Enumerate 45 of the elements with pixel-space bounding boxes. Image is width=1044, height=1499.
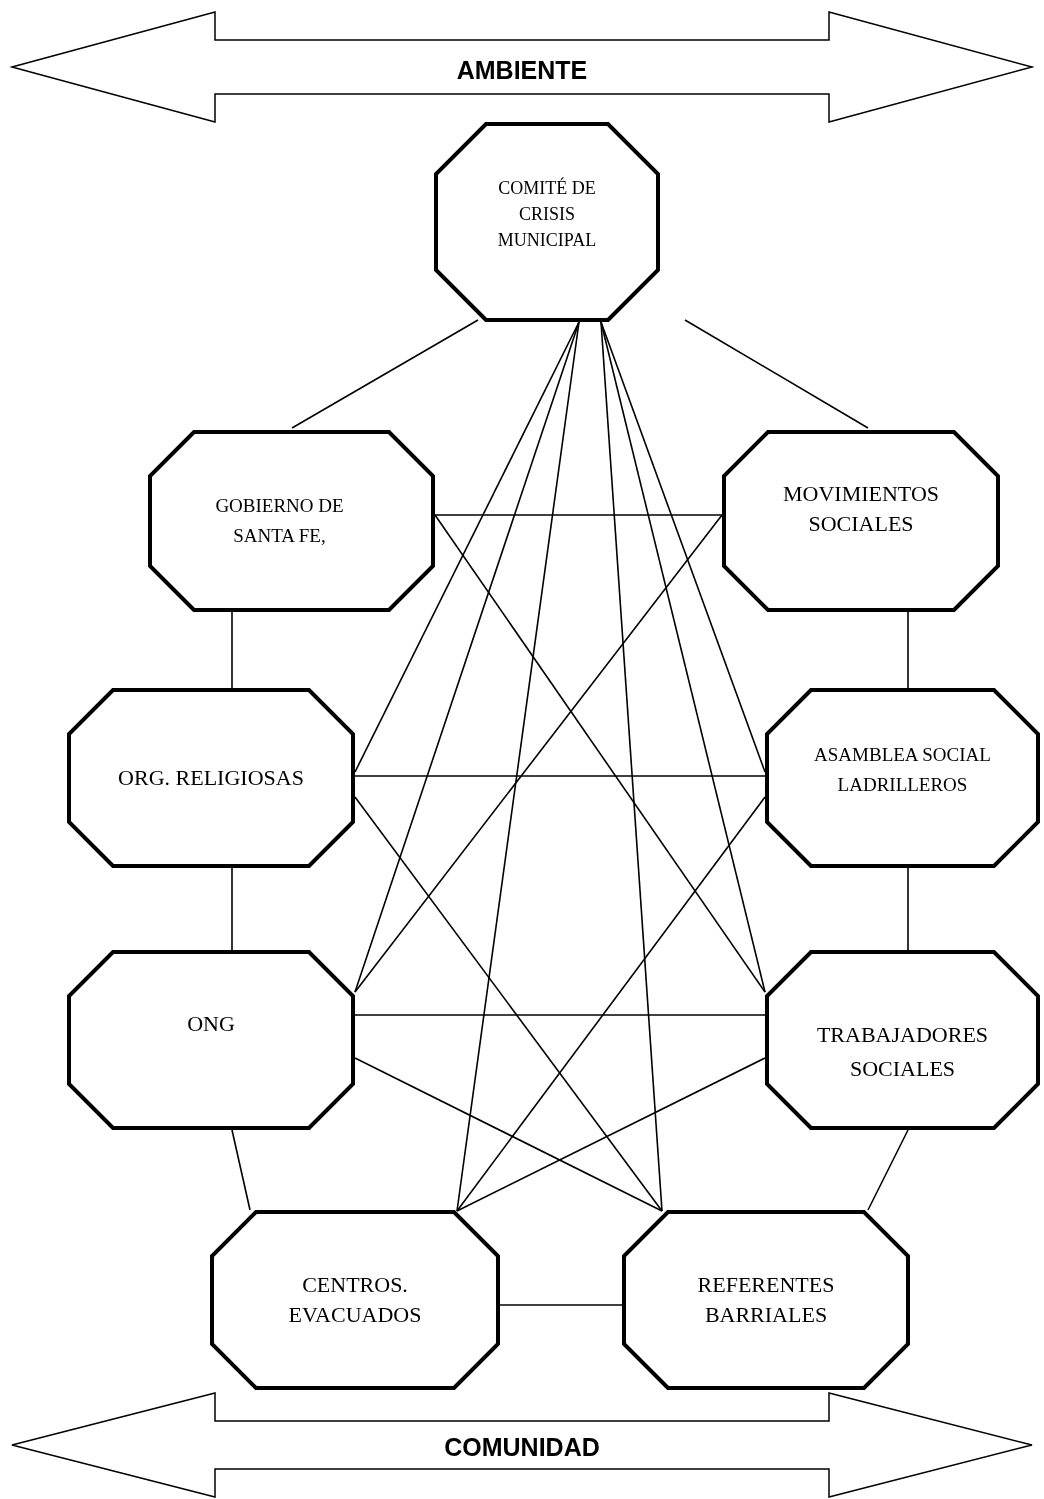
connector-line [434,514,723,516]
octagon-node [434,122,660,322]
connector-line [456,321,580,1212]
double-arrow-banner [10,1391,1034,1499]
node-label: COMITÉ DE CRISIS MUNICIPAL [496,176,598,252]
connector-line [354,1057,663,1212]
connector-line [499,1304,623,1306]
node-label: ASAMBLEA SOCIAL LADRILLEROS [813,743,992,797]
octagon-node [765,688,1040,868]
connector-line [684,319,869,429]
node-label: MOVIMIENTOS SOCIALES [781,480,940,538]
node-label: ORG. RELIGIOSAS [118,764,304,792]
octagon-node [765,950,1040,1130]
connector-line [354,1014,766,1016]
connector-line [354,321,580,773]
octagon-node [722,430,1000,612]
node-label: AMBIENTE [456,55,588,85]
node-label: ONG [187,1010,235,1038]
octagon-node [67,950,355,1130]
node-label: REFERENTES BARRIALES [696,1271,836,1329]
connector-line [354,775,766,777]
connector-line [354,514,723,993]
octagon-node [67,688,355,868]
node-label: GOBIERNO DE SANTA FE, [214,494,345,548]
octagon-node [210,1210,500,1390]
connector-line [456,796,766,1212]
connector-line [907,611,909,689]
node-label: COMUNIDAD [444,1432,600,1462]
node-label: CENTROS. EVACUADOS [287,1271,423,1329]
connector-line [600,321,766,773]
connector-line [600,321,663,1212]
connector-line [354,796,663,1212]
connector-line [907,867,909,951]
connector-line [867,1129,909,1211]
double-arrow-banner [10,10,1034,124]
node-label: TRABAJADORES SOCIALES [815,1021,990,1083]
octagon-node [622,1210,910,1390]
connector-line [231,611,233,689]
connector-line [434,514,766,993]
connector-line [456,1057,766,1212]
octagon-node [148,430,435,612]
connector-line [354,321,580,993]
connector-line [231,1129,251,1211]
connector-line [291,319,479,429]
connector-line [231,867,233,951]
